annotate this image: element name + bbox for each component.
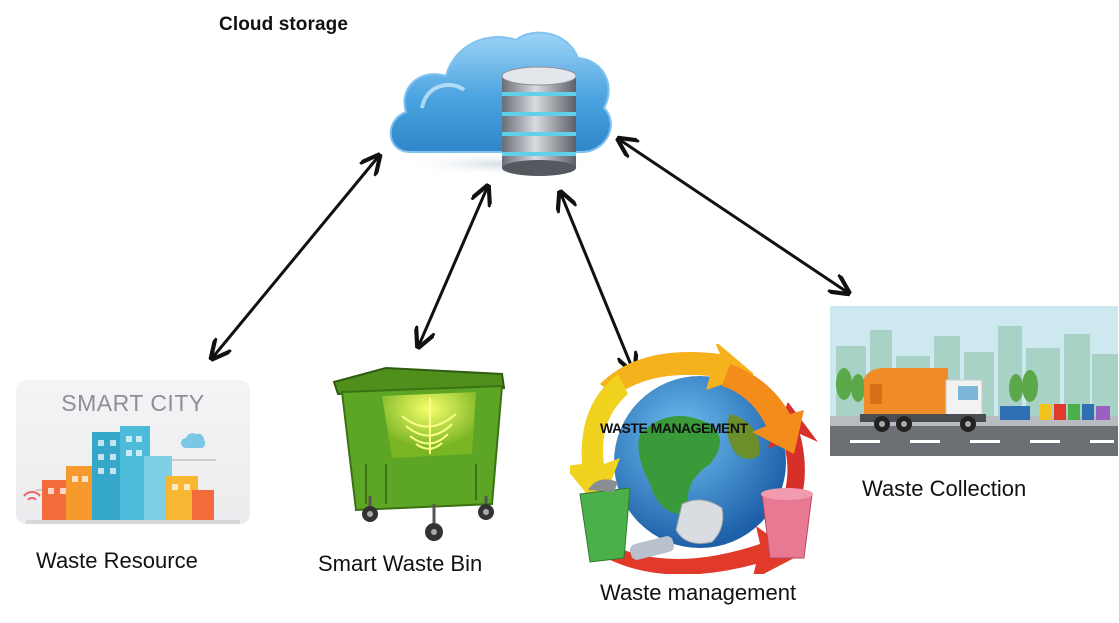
smart-city-image: SMART CITY [16,380,250,524]
label-waste-management: Waste management [600,580,797,605]
label-waste-resource: Waste Resource [36,548,198,573]
label-waste-collection: Waste Collection [862,476,1027,501]
waste-management-image-text: WASTE MANAGEMENT [600,420,748,436]
waste-management-image: WASTE MANAGEMENT [570,344,820,574]
cloud-database-icon [389,31,612,176]
label-smart-waste-bin: Smart Waste Bin [318,551,483,576]
smart-waste-bin-icon [332,366,506,541]
garbage-truck-image [830,306,1118,456]
diagram-title: Cloud storage [219,14,349,35]
arrow-cloud-smart-bin [419,188,487,345]
city-buildings-icon [23,426,240,524]
recycle-globe-icon [570,344,818,574]
arrow-cloud-waste-management [561,194,633,370]
arrow-cloud-waste-resource [213,157,378,357]
arrow-cloud-waste-collection [620,140,847,292]
smart-city-text: SMART CITY [61,390,205,416]
